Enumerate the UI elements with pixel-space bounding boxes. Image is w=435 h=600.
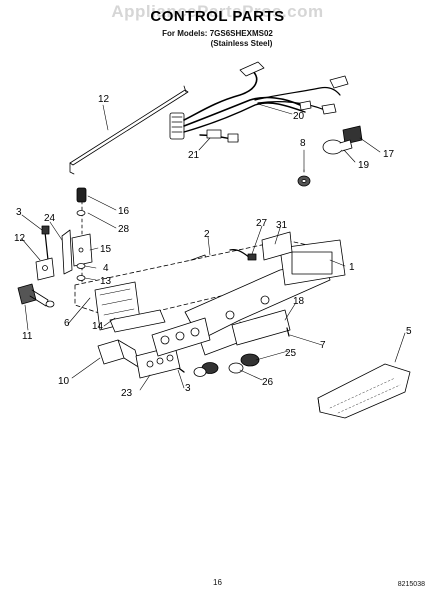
- callout-5: 5: [406, 326, 412, 337]
- callout-2: 2: [204, 229, 210, 240]
- callout-16: 16: [118, 206, 130, 217]
- callout-31: 31: [276, 220, 288, 231]
- part-10-25-bracket-dial: [97, 317, 211, 379]
- part-5-front-cover: [317, 363, 411, 419]
- callout-14: 14: [92, 321, 104, 332]
- callout-4: 4: [103, 263, 109, 274]
- document-number: 8215038: [397, 581, 425, 588]
- callout-leaders: [21, 103, 406, 391]
- callout-10: 10: [58, 376, 70, 387]
- callout-21: 21: [188, 150, 200, 161]
- callout-6: 6: [64, 318, 70, 329]
- callout-20: 20: [293, 111, 305, 122]
- part-18-panel: [231, 309, 291, 346]
- callout-3-bottom: 3: [185, 383, 191, 394]
- callout-26: 25: [285, 348, 297, 359]
- callout-11: 11: [22, 331, 33, 342]
- part-23-rod: [69, 85, 189, 175]
- callout-24: 24: [44, 213, 56, 224]
- callout-15: 15: [100, 244, 112, 255]
- callout-29: 28: [118, 224, 130, 235]
- part-8-nut: [297, 169, 311, 187]
- callout-8: 8: [300, 138, 306, 149]
- model-finish: (Stainless Steel): [210, 39, 273, 48]
- part-1-control-housing: [74, 239, 346, 356]
- callout-12: 12: [14, 233, 26, 244]
- page-title: CONTROL PARTS: [150, 8, 285, 25]
- callout-13: 13: [100, 276, 112, 287]
- part-28-31-sensor-label: [229, 231, 293, 261]
- model-info: For Models: 7GS6SHEXMS02 (Stainless Stee…: [0, 29, 435, 49]
- callout-3-top: 3: [16, 207, 22, 218]
- callout-labels: 12 20 21 8 19 17 16 28 15 4 13 24 3 12 1…: [14, 94, 412, 399]
- part-11-switch: [17, 283, 55, 308]
- callout-1: 1: [349, 262, 355, 273]
- part-26-27-knobs: [169, 353, 260, 377]
- callout-23: 12: [98, 94, 110, 105]
- callout-18: 18: [293, 296, 305, 307]
- callout-19: 19: [358, 160, 370, 171]
- watermark: AppliancePartsPros.com: [111, 2, 324, 21]
- callout-27: 26: [262, 377, 274, 388]
- callout-17: 17: [383, 149, 395, 160]
- model-line: For Models: 7GS6SHEXMS02: [162, 29, 273, 38]
- callout-7: 7: [320, 340, 326, 351]
- part-screw-stack: [35, 187, 93, 301]
- part-17-19-lamp-socket: [322, 125, 363, 155]
- page-number: 16: [213, 578, 222, 587]
- callout-25: 23: [121, 388, 133, 399]
- part-20-21-wire-harness: [169, 61, 349, 143]
- callout-28: 27: [256, 218, 268, 229]
